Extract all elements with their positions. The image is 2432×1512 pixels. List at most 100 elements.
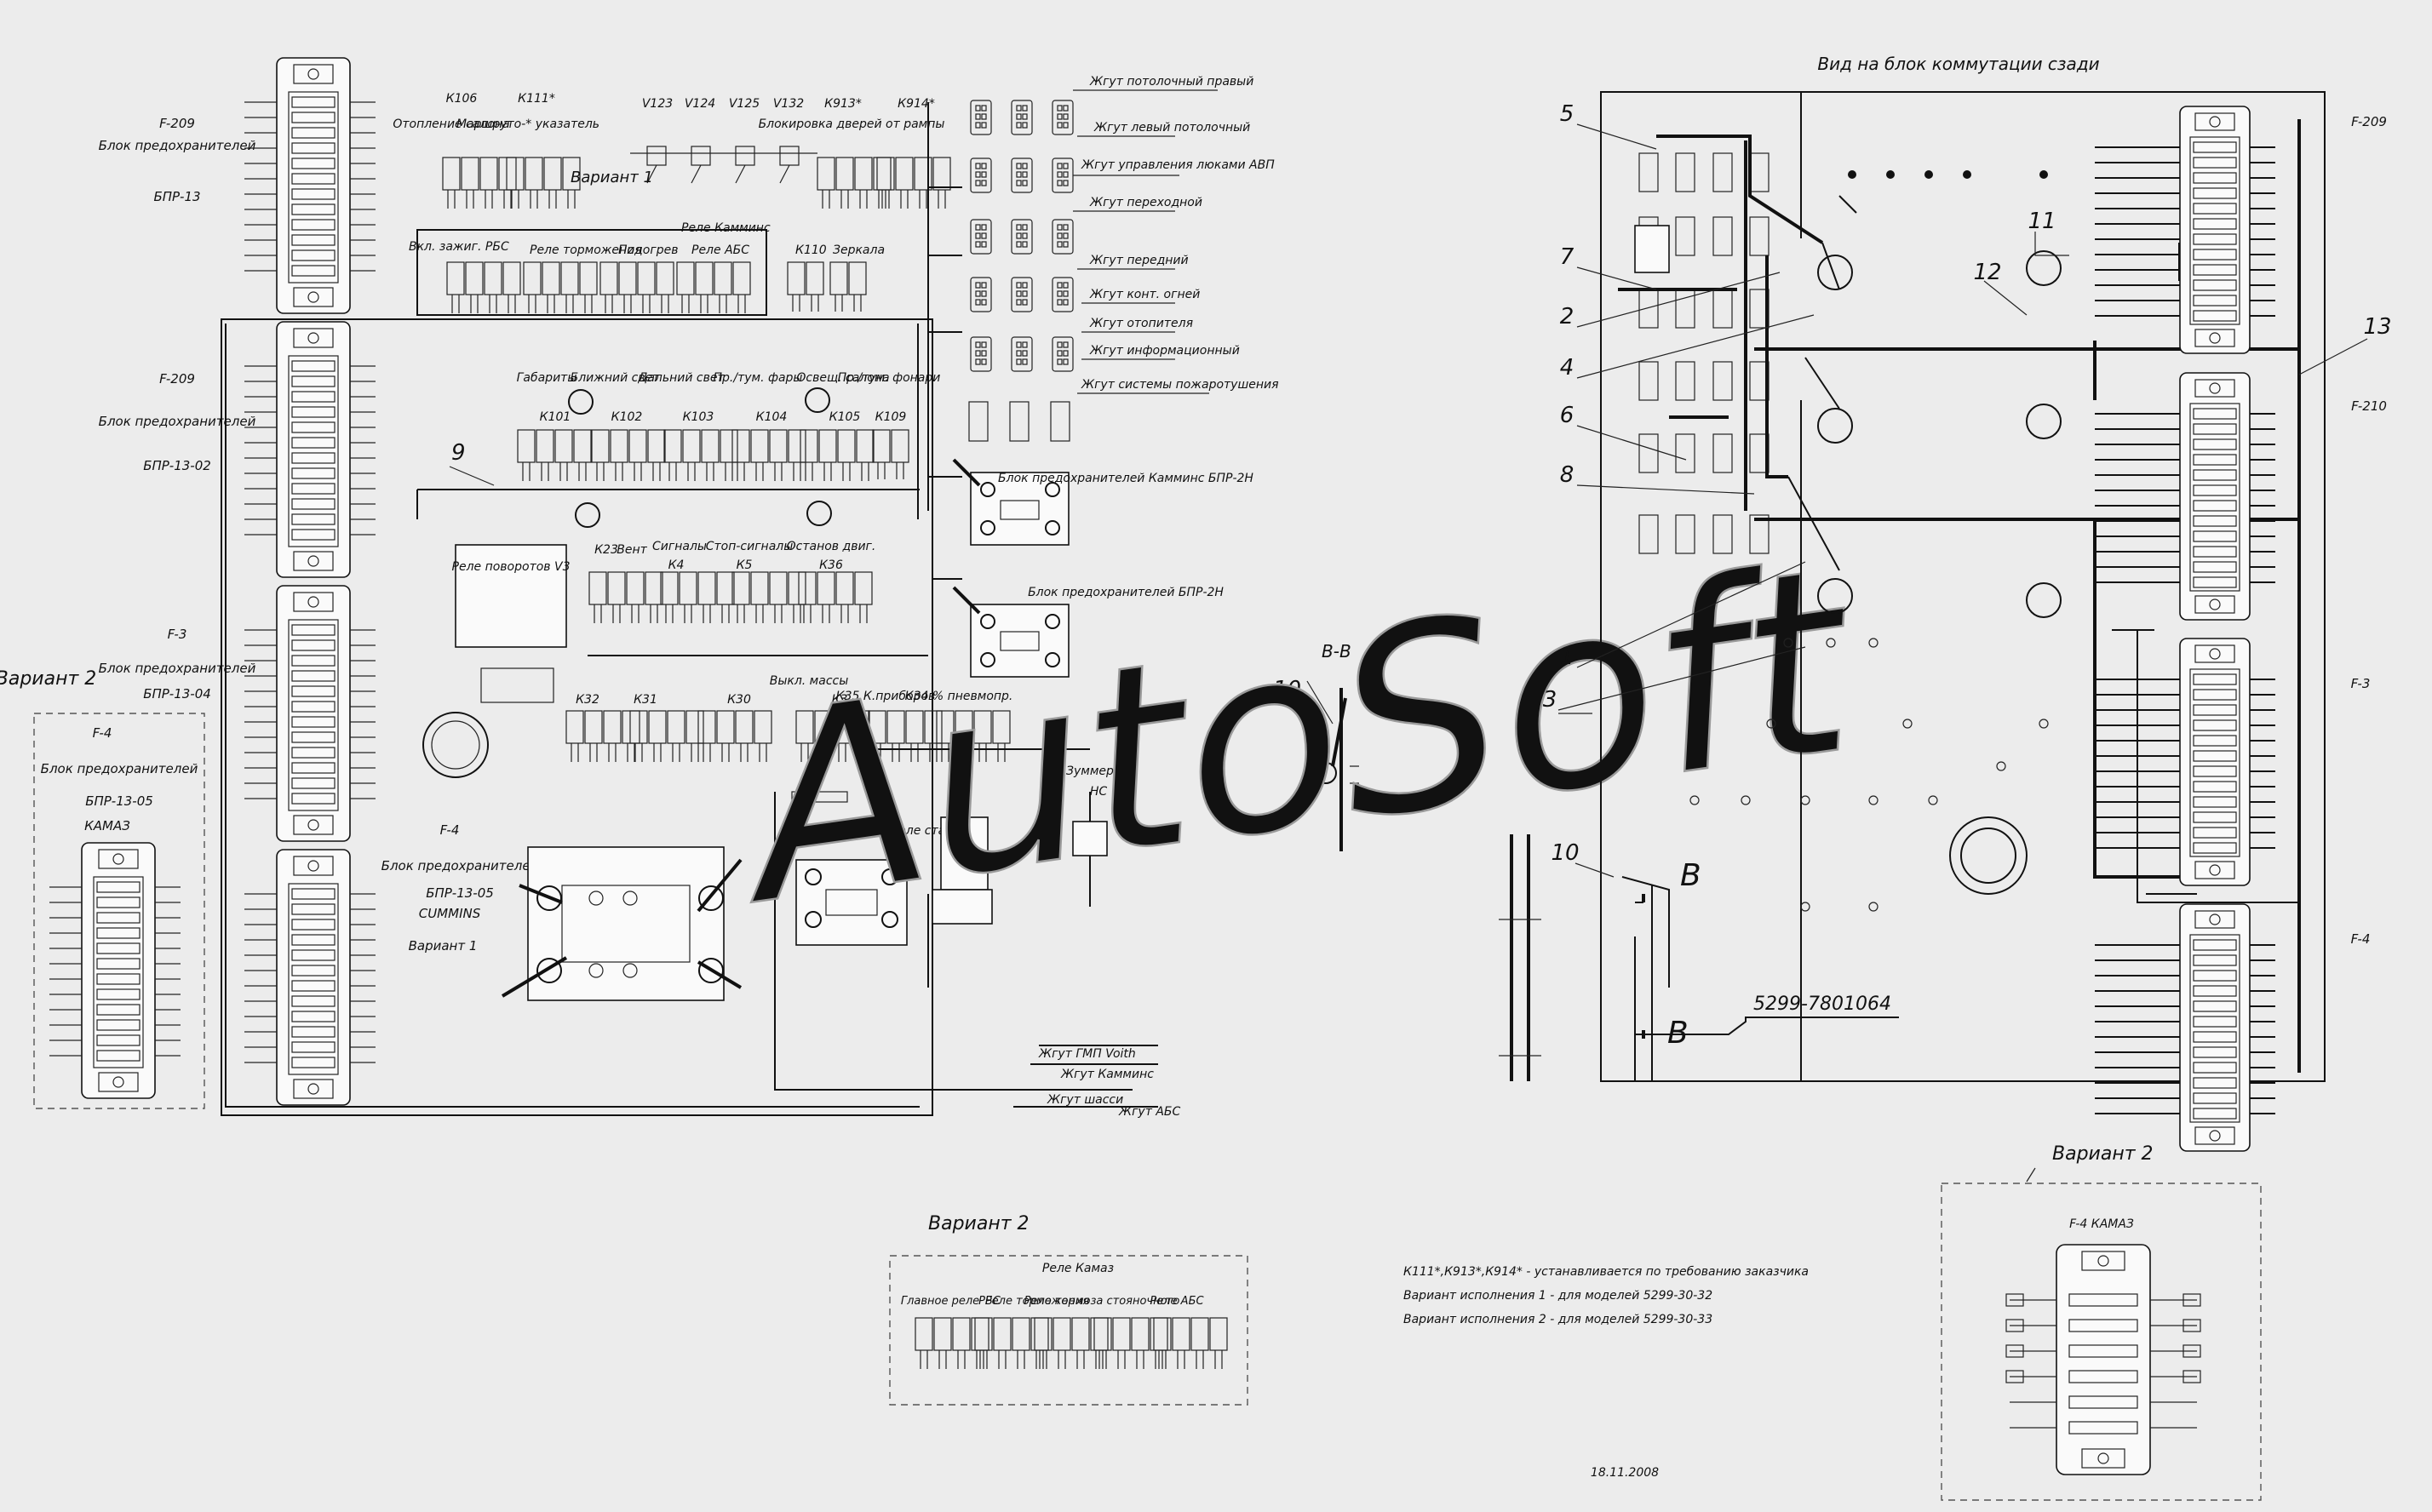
fuse-block-f4 [244, 849, 376, 1106]
relay-k30: К30 [727, 693, 751, 707]
caption-cummins-relay: Реле Камминс [681, 221, 771, 235]
caption-ignition-rbs: Вкл. зажиг. РБС [409, 240, 509, 254]
relay-k102: К102 [611, 410, 643, 424]
right-fuse-f3: F-3 [2351, 676, 2371, 691]
fuse-block-right-f3 [2094, 638, 2276, 886]
section-bb-callout: 10 [1273, 677, 1301, 702]
relay-k111: К111* [518, 92, 555, 106]
callout-2: 2 [1560, 304, 1574, 329]
note-1: К111*,К913*,К914* - устанавливается по т… [1403, 1265, 1809, 1279]
watermark: AutoSoft [716, 511, 1876, 962]
variant2-relays-group: Реле Камаз [1042, 1262, 1114, 1275]
fuse-f3-name: Блок предохранителей [99, 661, 256, 676]
fuse-f3-part: БПР-13-04 [143, 686, 211, 702]
caption-mirrors: Зеркала [833, 243, 885, 257]
harness-ceiling-right: Жгут потолочный правый [1089, 75, 1253, 89]
caption-stop-signals: Стоп-сигналы [706, 540, 794, 553]
caption-fog-lights: Пр./тум. фары [714, 371, 803, 385]
harness-fire: Жгут системы пожаротушения [1081, 378, 1279, 392]
variant2-fuse-label: F-4 КАМАЗ [2069, 1217, 2134, 1231]
caption-side-lights: Габариты [517, 371, 577, 385]
right-fuse-f4: F-4 [2351, 931, 2371, 947]
terminal-block-small [791, 791, 1108, 988]
fuse-f4-part: БПР-13-05 [426, 885, 494, 901]
fuse-block-cummins-small [952, 458, 1070, 546]
fuse-f4-extra: CUMMINS [419, 906, 481, 921]
caption-mass-off: Выкл. массы [770, 674, 849, 688]
relay-k5: К5 [737, 558, 753, 572]
fuse-block-f3 [244, 585, 376, 842]
caption-buzzer: Зуммер [1066, 765, 1114, 778]
left-panel: F-209 Блок предохранителей БПР-13 F-209 … [0, 57, 1279, 1119]
callout-8: 8 [1560, 462, 1574, 488]
harness-heater: Жгут отопителя [1089, 317, 1193, 330]
right-fuse-f209: F-209 [2351, 114, 2387, 129]
variant2-fuse: Вариант 2 F-4 КАМАЗ [1941, 1143, 2262, 1501]
fuse-bpr2n: Блок предохранителей БПР-2Н [1028, 586, 1224, 599]
relay-turns: Реле поворотов V3 [452, 560, 571, 574]
right-panel: Вид на блок коммутации сзади [1499, 54, 2392, 1152]
fuse-f209-a-code: F-209 [159, 116, 195, 131]
fuse-f209-b-code: F-209 [159, 371, 195, 387]
relay-k109: К109 [875, 410, 907, 424]
caption-k34: К34 % пневмопр. [905, 690, 1013, 703]
relay-k105: К105 [829, 410, 861, 424]
caption-signals: Сигналы [652, 540, 707, 553]
callout-3: 3 [1543, 687, 1557, 713]
harness-contour-lights: Жгут конт. огней [1089, 288, 1200, 301]
caption-heating-salon: Отопление салона [393, 117, 509, 131]
fuse-block-bpr-small [952, 586, 1070, 678]
relay-k23: К23 [594, 543, 618, 557]
relay-k913: К913* [824, 97, 862, 111]
callout-11: 11 [2028, 209, 2056, 234]
caption-high-beam: Дальний свет [637, 371, 725, 385]
variant2-braking: Реле торможения [985, 1295, 1089, 1308]
callout-12: 12 [1973, 260, 2001, 285]
relay-k4: К4 [668, 558, 685, 572]
harness-front: Жгут передний [1089, 254, 1189, 267]
view-title: Вид на блок коммутации сзади [1817, 54, 2099, 74]
caption-salon-lights: Освещ. салона [796, 371, 889, 385]
relay-k914: К914* [898, 97, 935, 111]
relay-v124: V124 [685, 97, 715, 111]
fuse-f4-variant: Вариант 1 [409, 938, 478, 954]
harness-transition: Жгут переходной [1089, 196, 1202, 209]
variant2-left-part: БПР-13-05 [85, 793, 153, 809]
caption-door-lock: Блокировка дверей от рампы [759, 117, 945, 131]
fuse-block-right-f4 [2094, 903, 2276, 1152]
variant2-left-code: F-4 [93, 725, 112, 741]
harness-info: Жгут информационный [1089, 344, 1240, 358]
fuse-f209-b-name: Блок предохранителей [99, 414, 256, 429]
caption-low-beam: Ближний свет [571, 371, 661, 385]
variant2-relays: Вариант 2 Реле Камаз Главное реле РБС Ре… [889, 1213, 1248, 1406]
variant2-main-relay: Главное реле [901, 1295, 979, 1308]
relay-k31: К31 [634, 693, 657, 707]
fuse-f4-name: Блок предохранителей [381, 858, 539, 873]
fuse-block-f209-1 [244, 57, 376, 314]
harness-hatches: Жгут управления люками АВП [1081, 158, 1275, 172]
caption-heating: Подогрев [618, 243, 678, 257]
harness-chassis: Жгут шасси [1047, 1093, 1123, 1107]
relay-v125: V125 [729, 97, 760, 111]
relay-k110: К110 [795, 243, 827, 257]
fuse-block-f209-2 [244, 321, 376, 578]
harness-abs: Жгут АБС [1118, 1105, 1181, 1119]
callout-7: 7 [1560, 244, 1574, 270]
section-bb: В-В 10 [1273, 641, 1359, 851]
caption-k35: К35 К.приборов [836, 690, 936, 703]
caption-variant1: Вариант 1 [571, 169, 653, 186]
harness-ceiling-left: Жгут левый потолочный [1093, 121, 1250, 135]
callout-5: 5 [1560, 101, 1574, 127]
callout-13: 13 [2363, 314, 2391, 340]
relay-k32: К32 [576, 693, 599, 707]
variant2-parking-brake: Реле тормоза стояночного [1024, 1295, 1180, 1308]
fuse-block-right-f210 [2094, 372, 2276, 621]
terminal-block-big [501, 846, 743, 1001]
fuse-cummins-bpr2n: Блок предохранителей Камминс БПР-2Н [998, 472, 1253, 485]
relay-v132: V132 [773, 97, 804, 111]
caption-engine-stop: Останов двиг. [787, 540, 876, 553]
section-mark-bottom: В [1667, 1016, 1689, 1051]
caption-vent: Вент [617, 543, 647, 557]
relay-v123: V123 [642, 97, 673, 111]
